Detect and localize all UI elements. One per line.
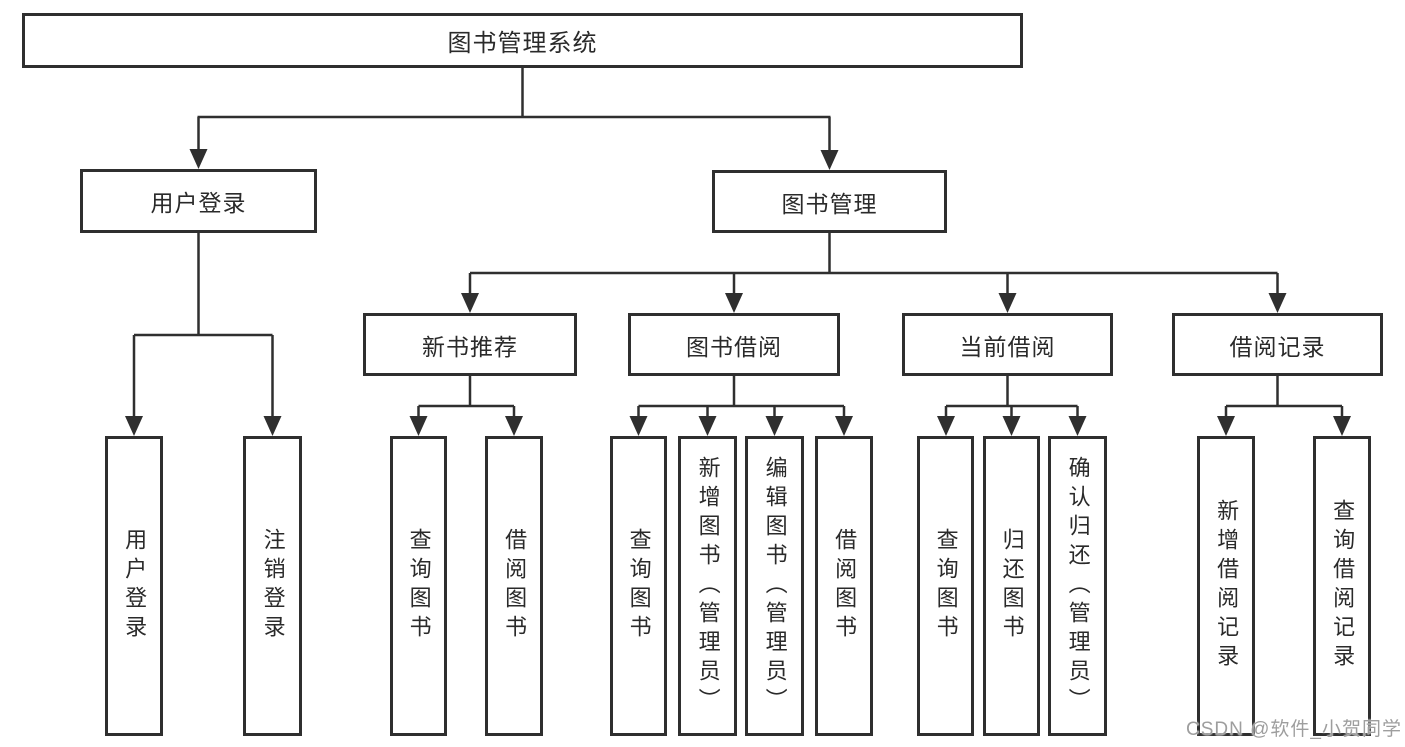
leaf-edit-book-admin: 编辑图书（管理员） — [745, 436, 804, 736]
node-book-management-branch: 图书管理 — [712, 170, 947, 233]
leaf-label: 归还图书 — [999, 528, 1025, 644]
leaf-query-books-borrow: 查询图书 — [610, 436, 667, 736]
leaf-label: 查询图书 — [933, 528, 959, 644]
leaf-label: 编辑图书（管理员） — [762, 455, 788, 717]
leaf-label: 新增图书（管理员） — [695, 455, 721, 717]
arrowhead — [725, 293, 743, 313]
arrowhead — [937, 416, 955, 436]
leaf-label: 查询图书 — [406, 528, 432, 644]
leaf-user-login: 用户登录 — [105, 436, 163, 736]
arrowhead — [698, 416, 717, 436]
arrowhead — [835, 416, 853, 436]
leaf-confirm-return-admin: 确认归还（管理员） — [1048, 436, 1107, 736]
arrowhead — [1068, 416, 1087, 436]
arrowhead — [1268, 293, 1287, 313]
leaf-borrow-books-borrow: 借阅图书 — [815, 436, 873, 736]
leaf-label: 借阅图书 — [832, 528, 858, 644]
arrowhead — [1217, 416, 1235, 436]
leaf-return-book: 归还图书 — [983, 436, 1040, 736]
arrowhead — [1002, 416, 1021, 436]
leaf-label: 注销登录 — [260, 528, 286, 644]
arrowhead — [461, 293, 479, 313]
leaf-logout: 注销登录 — [243, 436, 302, 736]
node-root: 图书管理系统 — [22, 13, 1023, 68]
leaf-label: 查询借阅记录 — [1330, 499, 1356, 673]
arrowhead — [1333, 416, 1351, 436]
arrowhead — [125, 416, 143, 436]
csdn-watermark: CSDN @软件_小贺同学 — [1186, 719, 1402, 740]
node-current-borrow: 当前借阅 — [902, 313, 1113, 376]
arrowhead — [629, 416, 648, 436]
node-user-login-branch: 用户登录 — [80, 169, 317, 233]
leaf-query-books-newbook: 查询图书 — [390, 436, 447, 736]
arrowhead — [263, 416, 282, 436]
arrowhead-group — [125, 149, 1351, 436]
leaf-label: 查询图书 — [626, 528, 652, 644]
leaf-add-book-admin: 新增图书（管理员） — [678, 436, 737, 736]
leaf-label: 新增借阅记录 — [1214, 499, 1240, 673]
arrowhead — [189, 149, 208, 169]
leaf-query-books-current: 查询图书 — [917, 436, 974, 736]
leaf-query-borrow-record: 查询借阅记录 — [1313, 436, 1371, 736]
leaf-label: 借阅图书 — [502, 528, 528, 644]
leaf-add-borrow-record: 新增借阅记录 — [1197, 436, 1255, 736]
leaf-borrow-books-newbook: 借阅图书 — [485, 436, 543, 736]
node-book-borrow: 图书借阅 — [628, 313, 840, 376]
arrowhead — [820, 150, 839, 170]
arrowhead — [998, 293, 1017, 313]
arrowhead — [409, 416, 428, 436]
arrowhead — [765, 416, 784, 436]
node-new-book-recommend: 新书推荐 — [363, 313, 577, 376]
arrowhead — [505, 416, 523, 436]
leaf-label: 确认归还（管理员） — [1065, 455, 1091, 717]
leaf-label: 用户登录 — [122, 528, 148, 644]
node-borrow-records: 借阅记录 — [1172, 313, 1383, 376]
